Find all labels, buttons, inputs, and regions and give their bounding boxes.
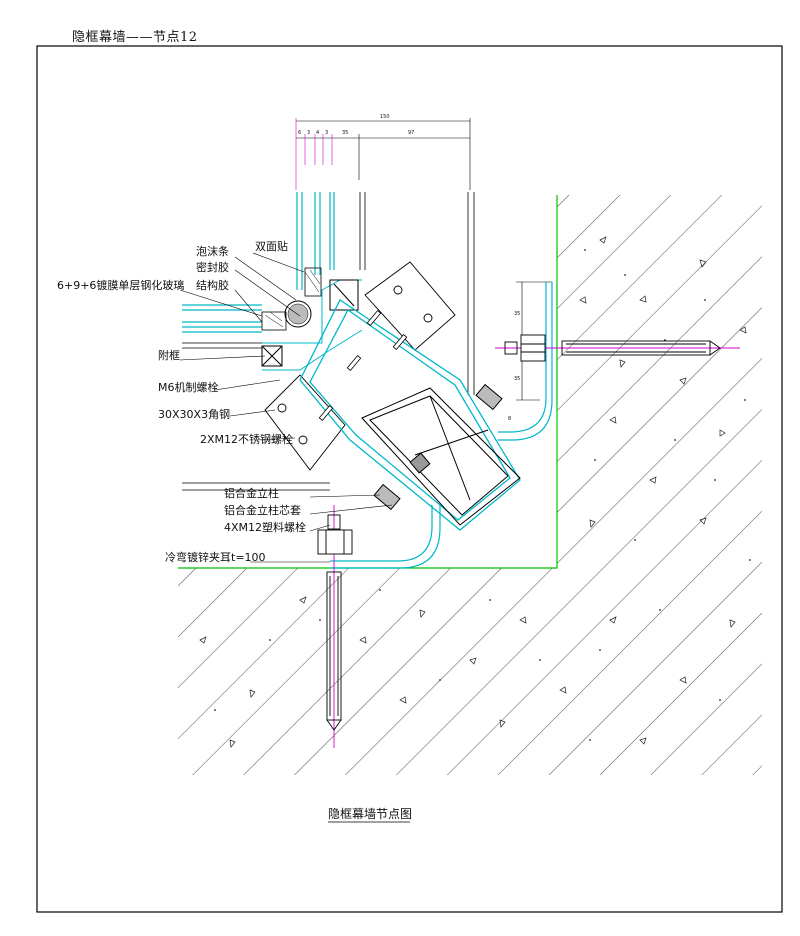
- dim-overall: 150: [380, 114, 390, 120]
- angle-steel: [264, 261, 456, 471]
- label-angle-steel: 30X30X3角钢: [158, 408, 230, 421]
- anchor-bolt-horizontal: [495, 334, 740, 362]
- clip-plates: [330, 282, 553, 569]
- anchor-bolt-vertical: [317, 505, 353, 748]
- label-mullion: 铝合金立柱: [224, 486, 279, 500]
- dim-top-2: 3: [307, 130, 310, 136]
- drawing-caption: 隐框幕墙节点图: [328, 807, 412, 821]
- page-title: 隐框幕墙——节点12: [72, 30, 198, 45]
- horizontal-glass-panel: [182, 304, 262, 333]
- corner-seal: [261, 267, 322, 331]
- label-double-sided-tape: 双面贴: [255, 239, 288, 253]
- concrete-wall-right: [178, 195, 762, 775]
- label-frame: 附框: [158, 348, 180, 362]
- label-sealant: 密封胶: [196, 260, 229, 274]
- drawing-border: [36, 45, 783, 913]
- sub-frame: [261, 279, 363, 371]
- label-m6-bolt: M6机制螺栓: [158, 380, 219, 394]
- label-clip: 冷弯镀锌夹耳t=100: [165, 550, 266, 564]
- label-plastic-bolt: 4XM12塑料螺栓: [224, 520, 306, 534]
- label-ss-bolt: 2XM12不锈钢螺栓: [200, 432, 293, 446]
- dim-top-3: 4: [316, 130, 319, 136]
- dim-top-6: 97: [408, 130, 414, 136]
- dim-top-1: 6: [298, 130, 301, 136]
- label-glass: 6+9+6镀膜单层钢化玻璃: [57, 278, 184, 292]
- vertical-glass-panel: [296, 192, 335, 290]
- dim-side-1: 35: [514, 311, 520, 317]
- dim-side-2: 35: [514, 376, 520, 382]
- diagonal-mullion: [299, 299, 521, 531]
- leader-lines: [179, 252, 393, 563]
- label-foam-strip: 泡沫条: [196, 244, 229, 258]
- dim-top-4: 3: [325, 130, 328, 136]
- label-mullion-core: 铝合金立柱芯套: [224, 503, 301, 517]
- dim-side-3: 8: [508, 416, 511, 422]
- label-structural-sealant: 结构胶: [196, 278, 229, 292]
- top-dimensions: [295, 118, 471, 190]
- dim-top-5: 35: [342, 130, 348, 136]
